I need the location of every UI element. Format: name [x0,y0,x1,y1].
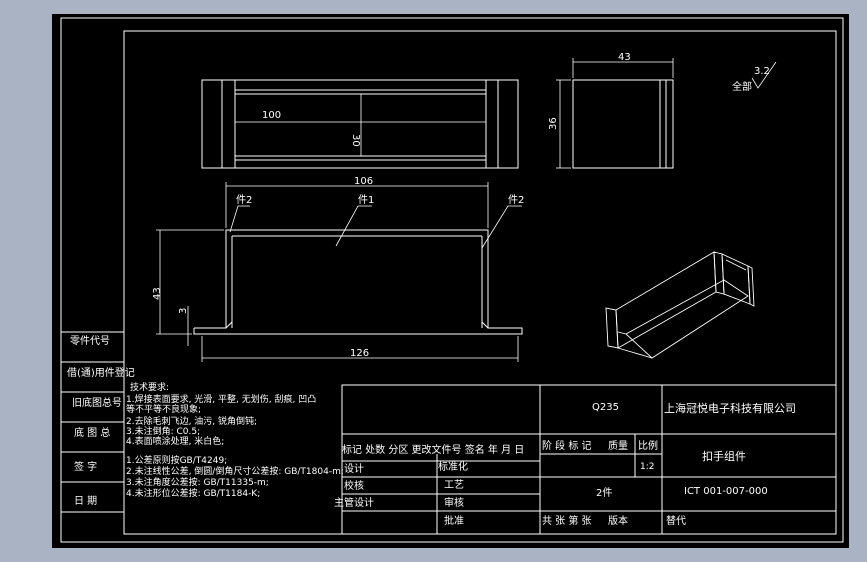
drawing-canvas: 零件代号 借(通)用件登记 旧底图总号 底 图 总 签 字 日 期 100 30… [52,14,849,548]
side-view [572,79,674,169]
notes-item-5: 4.表面喷涂处理, 米白色; [126,435,224,447]
front-view [193,229,523,335]
cad-drawing: 零件代号 借(通)用件登记 旧底图总号 底 图 总 签 字 日 期 100 30… [60,17,844,543]
notes-item-9: 4.未注形位公差按: GB/T1184-K; [126,487,260,499]
roughness-symbol [751,61,777,89]
design-label: 设计 [344,462,364,475]
left-col-label-3: 旧底图总号 [72,396,122,409]
scale-header: 比例 [638,439,658,452]
dim-front-base: 126 [350,348,369,359]
notes-item-1: 1.焊接表面要求, 光滑, 平整, 无划伤, 刮痕, 凹凸 [126,393,316,405]
review-label: 审核 [444,496,464,509]
dim-front-total: 106 [354,176,373,187]
notes-item-3: 2.去除毛刺飞边, 油污, 锐角倒钝; [126,415,257,427]
isometric-view [605,251,755,359]
left-col-label-5: 签 字 [74,460,97,473]
version-label: 版本 [608,514,628,527]
roughness-value: 3.2 [754,66,770,77]
label-part1: 件1 [358,194,374,206]
left-col-label-1: 零件代号 [70,335,110,347]
stage-header: 阶 段 标 记 [542,439,592,452]
notes-title: 技术要求: [130,381,169,393]
notes-item-2: 等不平等不良现象; [126,403,201,415]
dim-side-height: 36 [548,117,559,130]
notes-item-6: 1.公差原则按GB/T4249; [126,454,227,466]
side-view-dimensions [556,58,674,169]
front-view-dimensions [156,182,522,362]
dim-front-height: 43 [152,287,163,300]
check-label: 校核 [344,479,364,492]
left-col-label-4: 底 图 总 [74,426,110,439]
process-label: 工艺 [444,479,464,491]
notes-item-8: 3.未注角度公差按: GB/T11335-m; [126,476,269,488]
quantity: 2件 [596,487,612,499]
revision-headers: 标记 处数 分区 更改文件号 签名 年 月 日 [342,443,524,456]
dim-side-width: 43 [618,52,631,63]
material: Q235 [592,402,619,413]
left-column-table [61,331,124,513]
sheet-total: 共 张 第 张 [542,514,592,527]
label-part2-left: 件2 [236,194,252,206]
dim-front-thickness: 3 [178,308,189,314]
standardization-label: 标准化 [438,460,468,473]
top-view [201,79,519,169]
weight-header: 质量 [608,440,628,452]
left-col-label-6: 日 期 [74,495,97,507]
left-col-label-2: 借(通)用件登记 [67,366,135,379]
title-block [341,384,837,535]
dim-top-width: 100 [262,110,281,121]
outer-frame [60,17,844,543]
drawing-number: ICT 001-007-000 [684,486,768,497]
scale-value: 1:2 [640,462,654,472]
chief-label: 主管设计 [334,496,374,509]
notes-item-4: 3.未注倒角: C0.5; [126,425,200,437]
label-part2-right: 件2 [508,194,524,206]
replace-label: 替代 [666,514,686,527]
company-name: 上海冠悦电子科技有限公司 [664,401,796,415]
part-name: 扣手组件 [702,449,746,463]
notes-item-7: 2.未注线性公差, 倒圆/倒角尺寸公差按: GB/T1804-m; [126,465,344,477]
dim-top-height: 30 [350,134,361,147]
top-view-dimensions [235,94,486,156]
roughness-prefix: 全部 [732,80,752,93]
approve-label: 批准 [444,514,464,527]
